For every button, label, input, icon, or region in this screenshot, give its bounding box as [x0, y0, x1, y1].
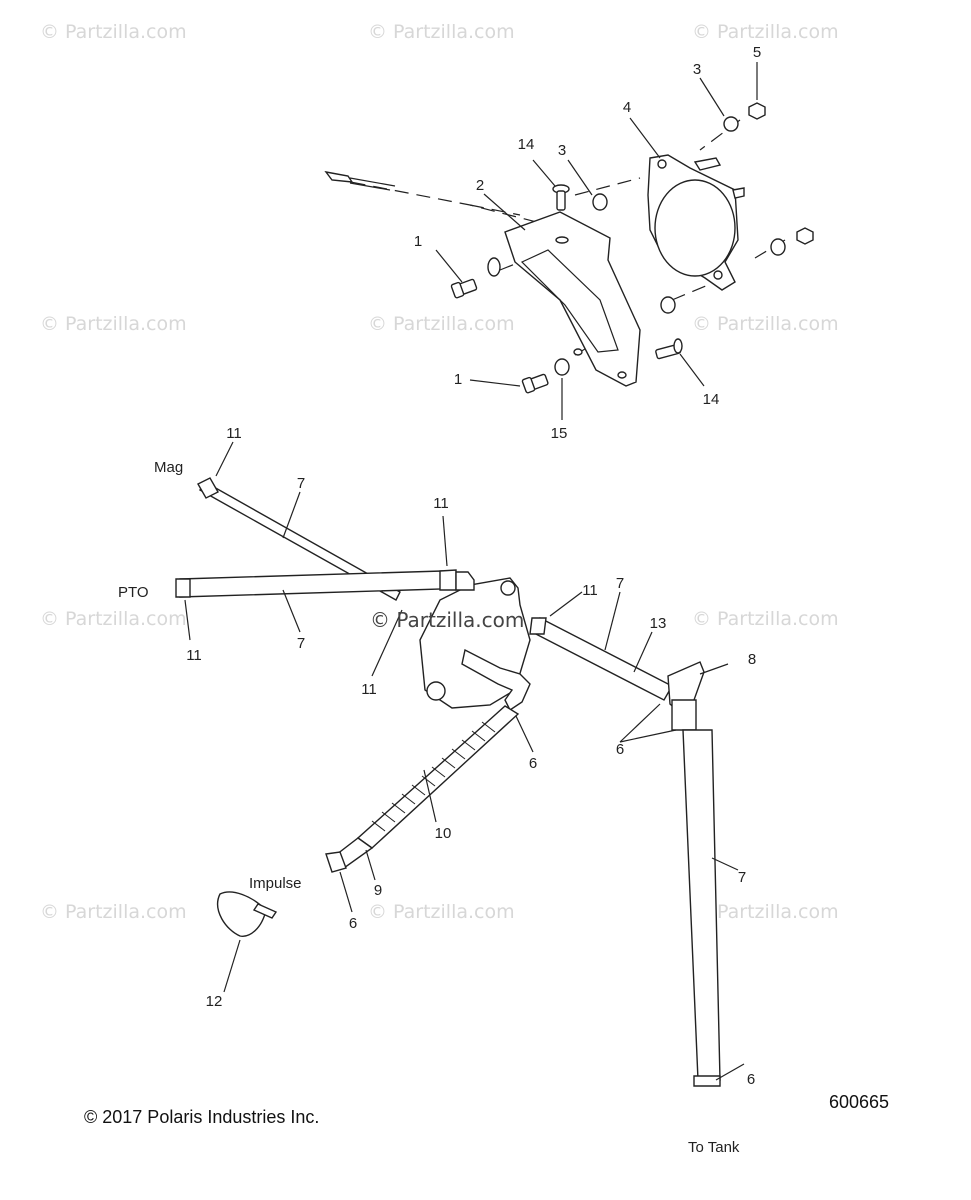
screw — [450, 278, 478, 299]
corrugation — [371, 721, 496, 832]
diagram-number: 600665 — [829, 1092, 889, 1112]
bracket-cutout — [520, 249, 619, 353]
pump-mount-hole — [500, 580, 516, 596]
tie-strap — [217, 891, 267, 937]
copyright-notice: © 2017 Polaris Industries Inc. — [84, 1107, 319, 1127]
nut — [748, 102, 766, 120]
callout-12: 12 — [206, 993, 223, 1010]
nut — [796, 227, 814, 245]
callout-10: 10 — [435, 825, 452, 842]
callout-11: 11 — [582, 582, 598, 599]
mounting-bracket — [504, 211, 641, 387]
tank-hose — [682, 729, 721, 1081]
screw — [521, 373, 549, 394]
pump-fitting — [732, 187, 745, 199]
callout-6: 6 — [349, 915, 357, 932]
watermark: © Partzilla.com — [692, 313, 839, 335]
watermark: © Partzilla.com — [370, 608, 524, 632]
hose-clamp — [529, 617, 547, 635]
callout-6: 6 — [747, 1071, 755, 1088]
bracket-hole — [555, 236, 569, 244]
alignment-line — [574, 177, 641, 196]
pto-hose — [179, 570, 443, 598]
washer — [487, 257, 501, 277]
washer — [723, 116, 739, 132]
callout-8: 8 — [748, 651, 756, 668]
watermark-layer: © Partzilla.com © Partzilla.com © Partzi… — [40, 21, 839, 923]
watermark: © Partzilla.com — [40, 21, 187, 43]
bracket-hole — [617, 371, 627, 379]
pump-mount-hole — [426, 681, 446, 701]
screw — [552, 184, 570, 211]
watermark: © Partzilla.com — [692, 901, 839, 923]
elbow-fitting — [455, 571, 475, 591]
callout-3: 3 — [693, 61, 701, 78]
alignment-line — [499, 261, 521, 271]
callout-7: 7 — [616, 575, 624, 592]
wire-lead — [349, 177, 396, 191]
callout-3: 3 — [558, 142, 566, 159]
fuel-pump-dome — [654, 179, 736, 277]
lower-assembly — [175, 477, 721, 1087]
washer — [770, 238, 786, 256]
hose-clamp — [175, 578, 191, 598]
hose-clamp — [197, 477, 219, 499]
leader-lines — [184, 62, 758, 1081]
alignment-line — [671, 279, 721, 301]
callout-13: 13 — [650, 615, 667, 632]
callout-2: 2 — [476, 177, 484, 194]
washer — [660, 296, 676, 314]
watermark: © Partzilla.com — [368, 313, 515, 335]
wire-connector — [324, 170, 354, 183]
label-impulse: Impulse — [249, 875, 302, 892]
watermark: © Partzilla.com — [692, 21, 839, 43]
alignment-line — [469, 204, 521, 216]
callout-1: 1 — [454, 371, 462, 388]
pump-nipple — [693, 157, 722, 171]
callout-6: 6 — [529, 755, 537, 772]
callout-7: 7 — [297, 635, 305, 652]
filter-outlet — [671, 699, 697, 731]
pump-mount-hole — [657, 159, 667, 169]
text-labels: Mag PTO Impulse To Tank — [118, 459, 740, 1156]
watermark: © Partzilla.com — [40, 901, 187, 923]
bracket-hole — [573, 348, 583, 356]
callout-11: 11 — [433, 495, 449, 512]
upper-assembly — [324, 102, 814, 394]
callout-7: 7 — [738, 869, 746, 886]
callout-9: 9 — [374, 882, 382, 899]
label-pto: PTO — [118, 584, 149, 601]
watermark: © Partzilla.com — [692, 608, 839, 630]
callout-4: 4 — [623, 99, 631, 116]
callout-14: 14 — [518, 136, 535, 153]
watermark: © Partzilla.com — [368, 901, 515, 923]
callout-1: 1 — [414, 233, 422, 250]
pump-mount-hole — [713, 270, 723, 280]
screw — [655, 338, 683, 360]
watermark: © Partzilla.com — [368, 21, 515, 43]
callout-11: 11 — [186, 647, 202, 664]
callouts: 1 1 2 3 3 4 5 14 14 15 11 7 11 11 7 11 1… — [186, 44, 761, 1088]
callout-5: 5 — [753, 44, 761, 61]
hose-clamp — [439, 569, 457, 591]
callout-11: 11 — [361, 681, 377, 698]
hose-clamp — [693, 1075, 721, 1087]
watermark: © Partzilla.com — [40, 608, 187, 630]
washer — [592, 193, 608, 211]
callout-6: 6 — [616, 741, 624, 758]
callout-15: 15 — [551, 425, 568, 442]
tie-strap-tail — [252, 903, 278, 919]
callout-14: 14 — [703, 391, 720, 408]
callout-7: 7 — [297, 475, 305, 492]
callout-11: 11 — [226, 425, 242, 442]
label-mag: Mag — [154, 459, 183, 476]
watermark: © Partzilla.com — [40, 313, 187, 335]
label-to-tank: To Tank — [688, 1139, 740, 1156]
hose-clamp — [325, 851, 347, 873]
washer — [554, 358, 570, 376]
